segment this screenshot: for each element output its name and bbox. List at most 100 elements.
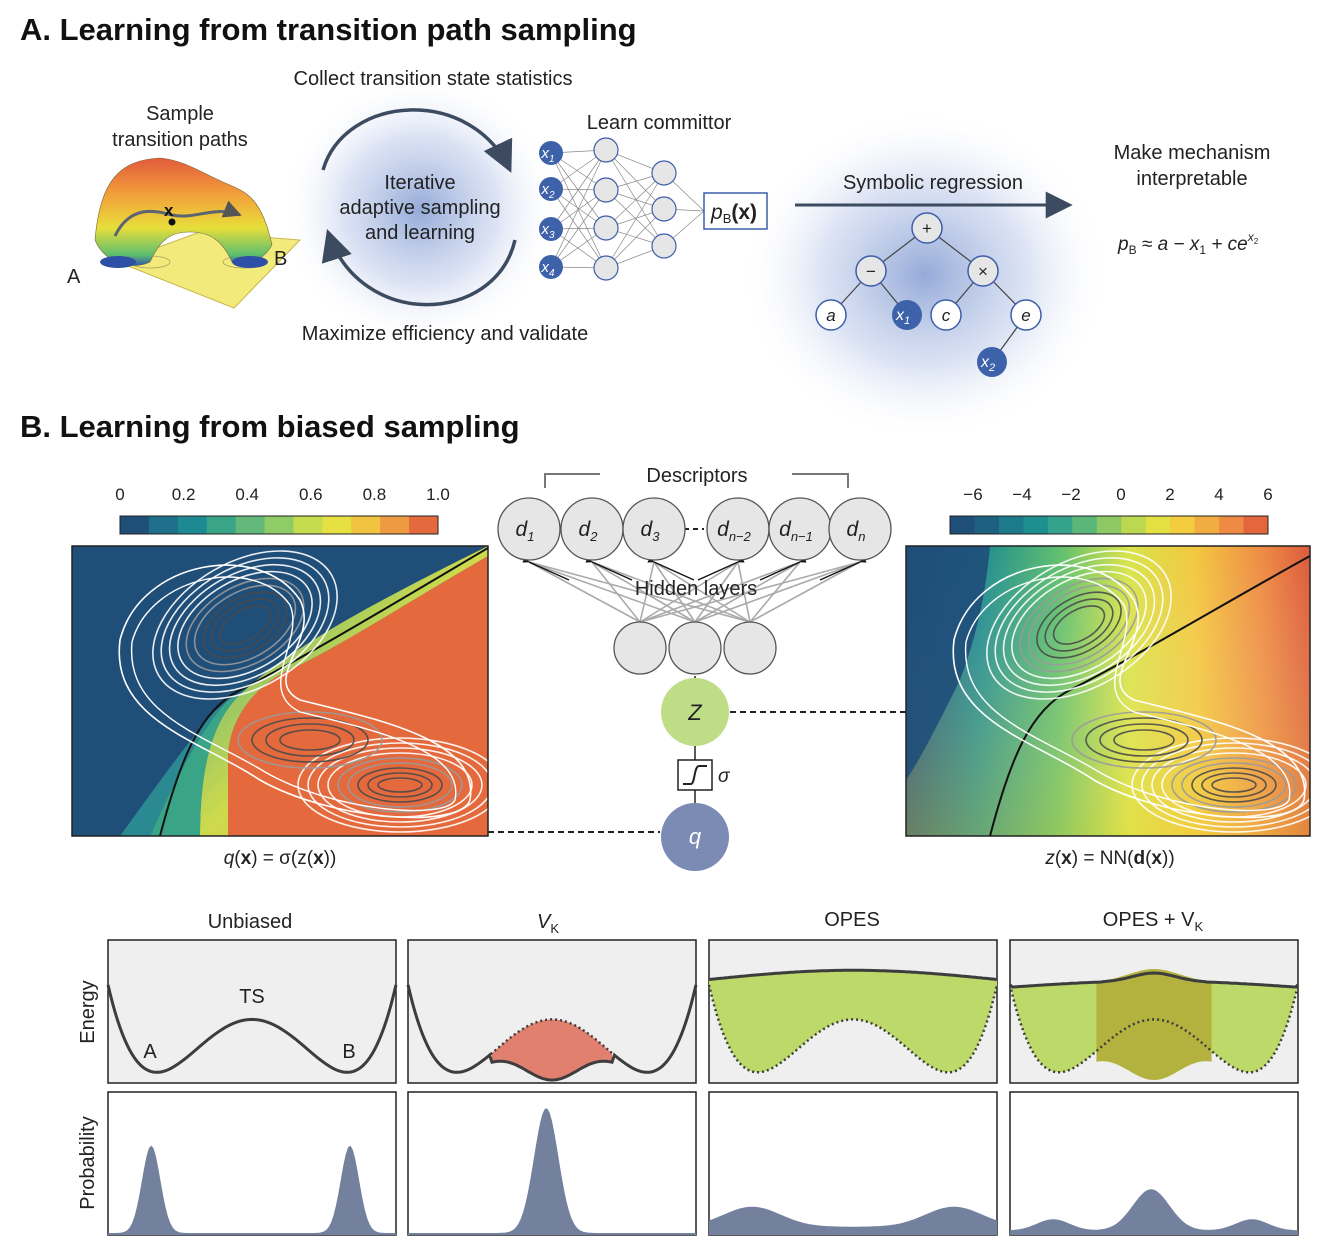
- density-contour: [1002, 563, 1156, 687]
- bias-opes-area: [1010, 969, 1298, 1073]
- left-tick-4: 0.8: [363, 485, 387, 504]
- z-node-label: Z: [687, 700, 703, 725]
- title-unbiased: Unbiased: [208, 911, 293, 933]
- input-node-4: [539, 255, 563, 279]
- loop-label-1: Iterative: [384, 172, 455, 194]
- right-caption-z: z: [1044, 848, 1055, 869]
- right-caption-bd: d: [1133, 848, 1145, 869]
- right-tick-4: 2: [1165, 485, 1174, 504]
- density-contour: [357, 767, 443, 803]
- z-node: [661, 678, 729, 746]
- tree-leaf-x1-sub: 1: [904, 315, 910, 327]
- right-tick-1: −4: [1012, 485, 1031, 504]
- density-contour: [202, 591, 288, 659]
- energy-curve-unbiased-ref: [1008, 984, 1300, 1074]
- tree-leaf-x1: [892, 300, 922, 330]
- energy-curve-unbiased-ref: [406, 984, 698, 1074]
- tree-times-node: [967, 255, 999, 287]
- committor-map: [72, 546, 488, 836]
- title-vk-sub: K: [550, 921, 559, 936]
- tree-leaf-a: [815, 299, 847, 331]
- descriptors-bracket-right: [792, 473, 849, 488]
- left-tick-5: 1.0: [426, 485, 450, 504]
- left-caption-bx: x: [241, 848, 252, 869]
- title-opes: OPES: [824, 909, 880, 931]
- left-caption: q(x) = σ(z(x)): [224, 848, 337, 869]
- hidden2-node-3: [651, 233, 677, 259]
- left-caption-q: q: [224, 848, 235, 869]
- density-contour: [1171, 757, 1297, 813]
- top-arc-arrow: [321, 108, 513, 173]
- left-colorbar-swatch: [177, 516, 208, 534]
- density-contour: [297, 737, 488, 833]
- tree-leaf-c: [930, 299, 962, 331]
- density-contour: [251, 717, 369, 763]
- descriptor-node-6: [828, 497, 892, 561]
- probability-density-3: [709, 1206, 997, 1235]
- make-mech-label-2: interpretable: [1136, 168, 1247, 190]
- right-caption-b: ) = NN(: [1072, 848, 1134, 869]
- density-contour: [177, 570, 313, 680]
- left-colorbar: 0 0.2 0.4 0.6 0.8 1.0: [115, 485, 450, 535]
- density-contour: [279, 729, 341, 751]
- probability-density-2: [408, 1108, 696, 1235]
- density-contour: [1044, 598, 1114, 652]
- density-contour: [265, 723, 355, 757]
- left-tick-1: 0.2: [172, 485, 196, 504]
- svg-text:x2: x2: [980, 354, 995, 374]
- outer-contour: [130, 576, 457, 812]
- right-caption-a: (: [1055, 848, 1062, 869]
- left-caption-p1: (: [234, 848, 241, 869]
- density-contour: [986, 550, 1172, 700]
- density-contour: [347, 762, 453, 808]
- density-contour: [152, 550, 338, 700]
- make-mech-label-1: Make mechanism: [1114, 142, 1271, 164]
- bottom-arc-label: Maximize efficiency and validate: [302, 323, 588, 345]
- right-colorbar-swatch: [1023, 516, 1049, 534]
- loop-label-3: and learning: [365, 222, 475, 244]
- input-node-1: [539, 141, 563, 165]
- formula-x-sub: 1: [1199, 243, 1206, 257]
- formula-approx: ≈ a − x: [1137, 234, 1201, 255]
- density-contour: [1099, 723, 1189, 757]
- density-contour: [237, 711, 383, 769]
- probability-density-1: [108, 1145, 396, 1235]
- tree-leaf-x2-text: x: [980, 354, 990, 371]
- left-colorbar-swatch: [264, 516, 294, 534]
- density-contour: [1151, 747, 1310, 823]
- formula-plus: + ce: [1206, 234, 1248, 255]
- hidden2-node-1: [651, 160, 677, 186]
- svg-text:x1: x1: [895, 307, 910, 327]
- density-contour: [1201, 772, 1267, 798]
- bias-vk-area: [492, 1019, 612, 1080]
- right-colorbar-swatch: [1145, 516, 1171, 534]
- descriptor-node-1: [497, 497, 561, 561]
- right-colorbar-swatch: [974, 516, 1000, 534]
- energy-curve-vk: [406, 984, 698, 1082]
- density-contour: [1011, 570, 1147, 680]
- energy-panel-1: [107, 939, 397, 1084]
- ts-label: TS: [239, 986, 265, 1008]
- left-colorbar-swatch: [148, 516, 179, 534]
- left-colorbar-swatch: [351, 516, 381, 534]
- expression-tree: + − × a x1 c e x2: [815, 212, 1042, 377]
- tree-leaf-x2: [977, 347, 1007, 377]
- panel-a-heading: A. Learning from transition path samplin…: [20, 12, 637, 47]
- right-colorbar-swatch: [1243, 516, 1269, 534]
- left-tick-0: 0: [115, 485, 124, 504]
- density-contour: [193, 584, 297, 666]
- density-contour: [1181, 762, 1287, 808]
- energy-curve-unbiased: [106, 984, 398, 1074]
- tree-leaf-a-text: a: [826, 306, 835, 325]
- input-node-2: [539, 177, 563, 201]
- input-node-3: [539, 217, 563, 241]
- hidden1-node-4: [593, 255, 619, 281]
- probability-axis-label: Probability: [77, 1116, 99, 1209]
- density-contour: [1113, 729, 1175, 751]
- formula-p: p: [1117, 234, 1129, 255]
- right-colorbar-swatch: [950, 516, 975, 534]
- descriptors-label: Descriptors: [646, 465, 747, 487]
- energy-curve-opes: [708, 968, 998, 981]
